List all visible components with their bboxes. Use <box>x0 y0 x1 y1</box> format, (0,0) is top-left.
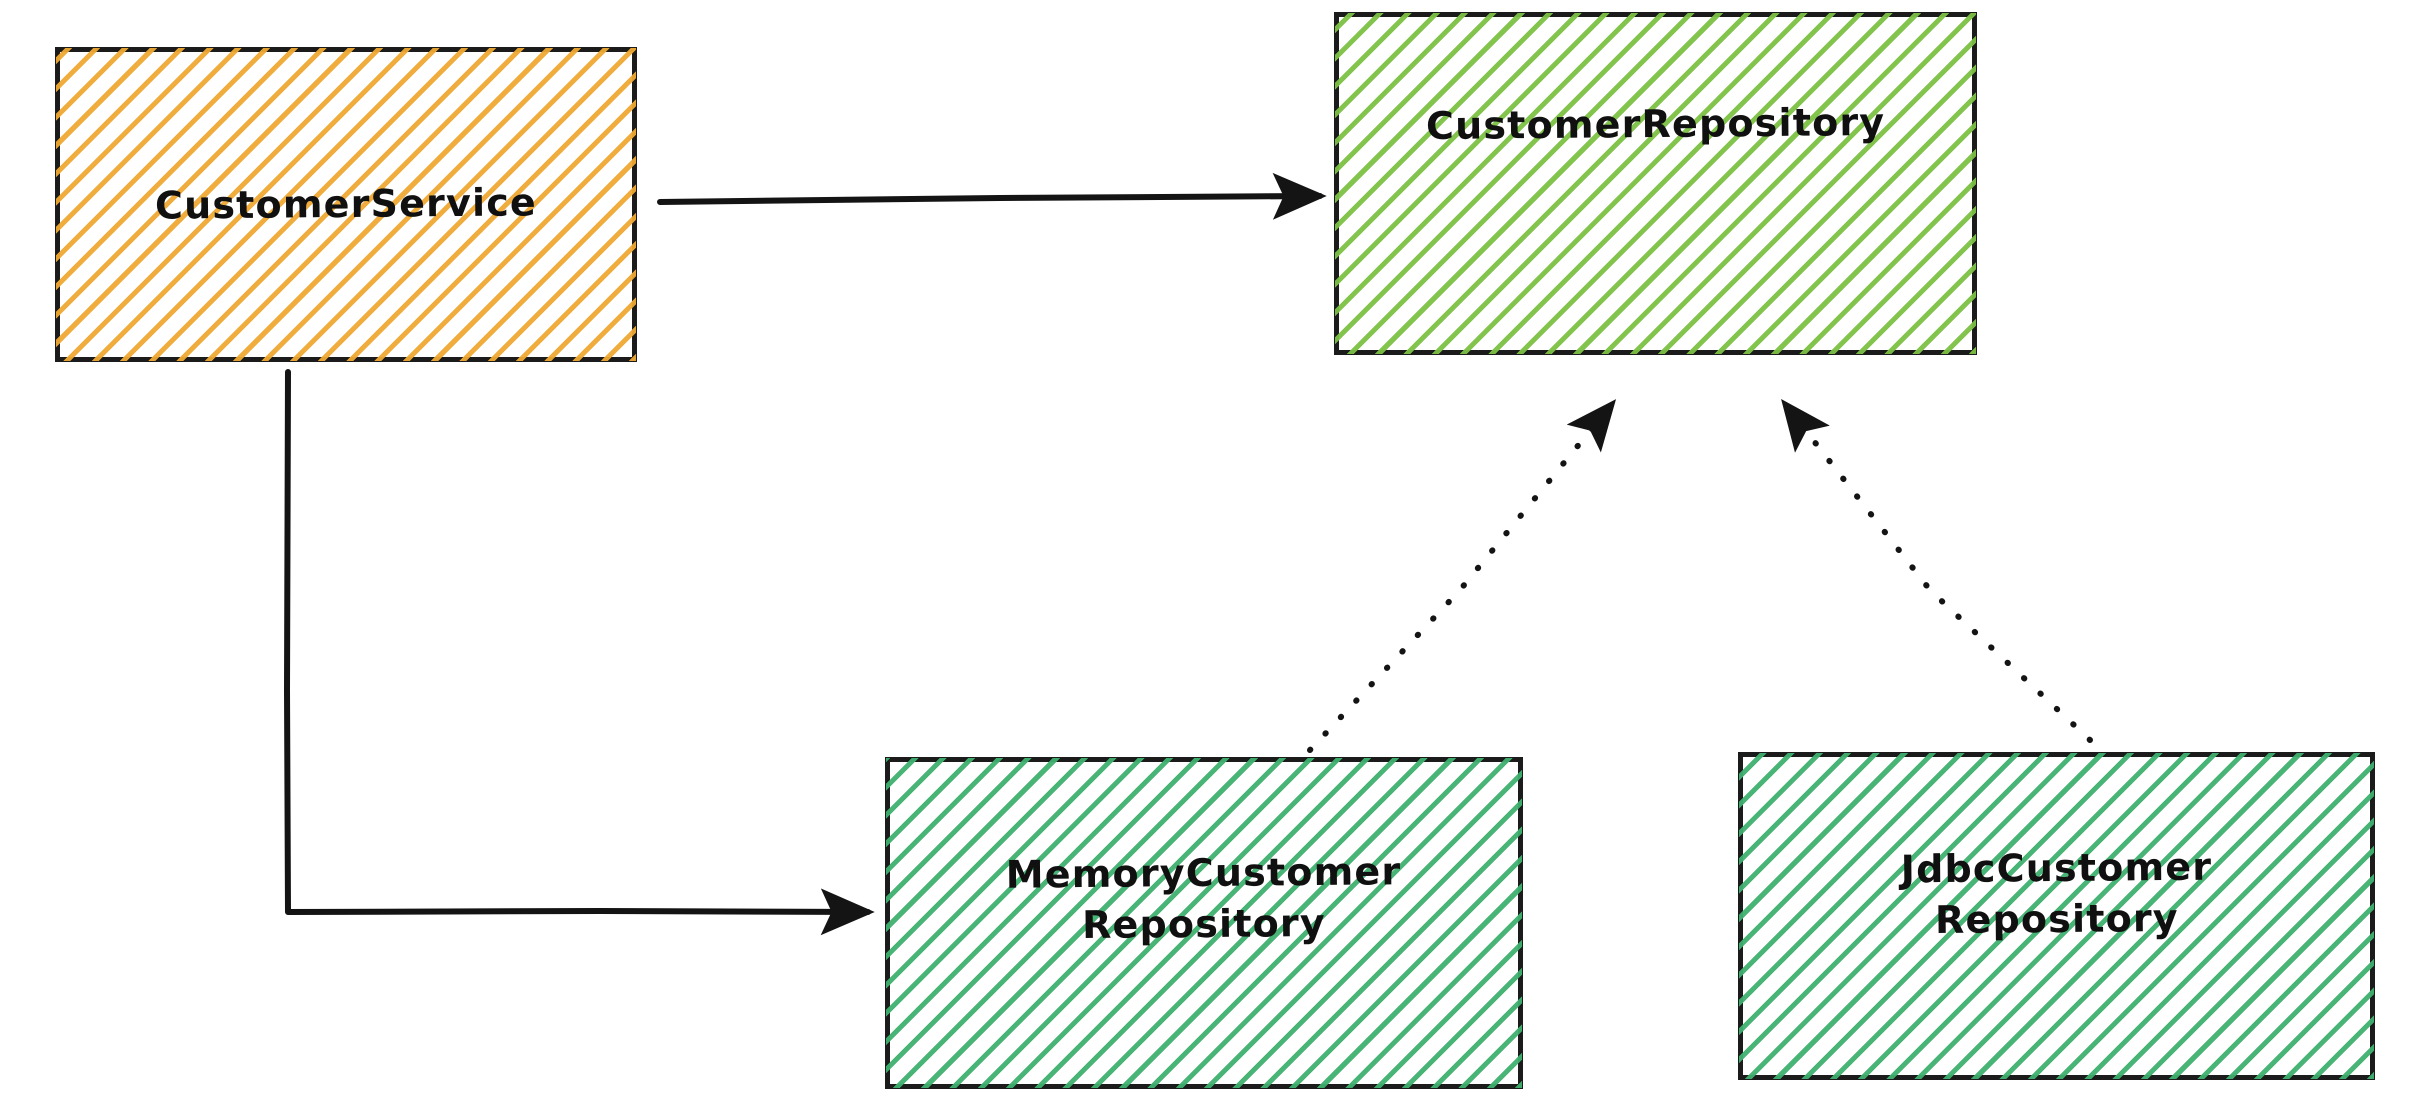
node-customer-service[interactable]: CustomerService <box>55 47 637 362</box>
node-label-customer-repository: CustomerRepository <box>1425 99 1886 149</box>
node-label-jdbc-customer-repository: JdbcCustomer Repository <box>1900 844 2213 943</box>
edge-jdbc-implements-repository <box>1781 398 2093 743</box>
node-label-memory-customer-repository: MemoryCustomer Repository <box>1005 849 1402 948</box>
node-customer-repository[interactable]: CustomerRepository <box>1334 12 1977 355</box>
edge-memory-implements-repository <box>1307 399 1617 753</box>
hatch-fill-green-light <box>1335 13 1976 354</box>
node-label-customer-service: CustomerService <box>154 180 538 228</box>
edge-service-to-repository <box>657 172 1327 220</box>
node-memory-customer-repository[interactable]: MemoryCustomer Repository <box>885 757 1523 1089</box>
edge-service-to-memory-repository <box>284 369 875 936</box>
node-jdbc-customer-repository[interactable]: JdbcCustomer Repository <box>1738 752 2375 1080</box>
